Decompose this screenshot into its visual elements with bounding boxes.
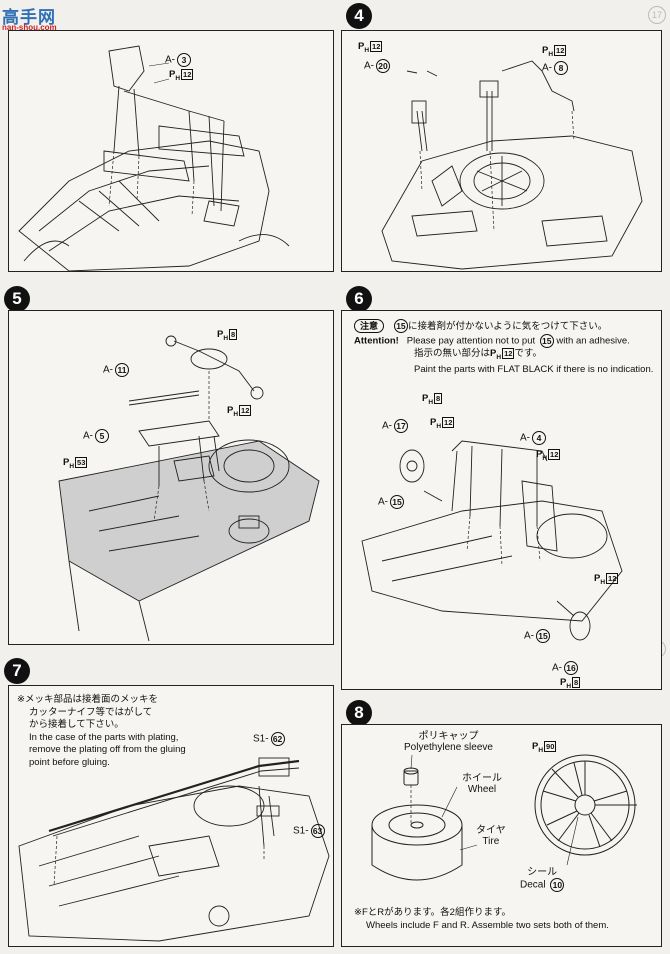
label-s1-62: S1-62 [253, 732, 285, 746]
step-8-illustration [371, 754, 637, 881]
label-a5: A-5 [83, 429, 109, 443]
label-a16: A-16 [552, 661, 578, 675]
label-a4: A-4 [520, 431, 546, 445]
step-6-illustration [361, 440, 623, 641]
watermark-brand: 高手网 [2, 8, 56, 27]
note-line1: に接着剤が付かないように気をつけて下さい。 [407, 321, 608, 332]
side-page-mark: 17 [648, 6, 666, 24]
attention-label: Attention! [354, 335, 399, 347]
watermark-logo: 高手网 nan-shou.com [2, 3, 72, 33]
label-a8: A-8 [542, 61, 568, 75]
step-7-illustration [18, 757, 330, 942]
label-a17: A-17 [382, 419, 408, 433]
note-line4: Paint the parts with FLAT BLACK if there… [414, 363, 654, 375]
step-7-number: 7 [4, 658, 30, 684]
label-a3: A-3 [165, 53, 191, 67]
step-4-illustration [381, 60, 643, 270]
watermark-url: nan-shou.com [2, 23, 57, 32]
caution-badge: 注意 [354, 319, 385, 333]
label-s1-63: S1-63 [293, 824, 325, 838]
label-a20: A-20 [364, 59, 390, 73]
label-a15-b: A-15 [524, 629, 550, 643]
step-4-number: 4 [346, 3, 372, 29]
label-a15-a: A-15 [378, 495, 404, 509]
label-a11: A-11 [103, 363, 129, 377]
step-3-illustration [18, 45, 290, 271]
step-8-footnote: ※FとRがあります。各2組作ります。 Wheels include F and … [354, 907, 609, 931]
step-6-number: 6 [346, 286, 372, 312]
step-7-note: ※メッキ部品は接着面のメッキを カッターナイフ等ではがして から接着して下さい。… [17, 694, 186, 768]
step-8-number: 8 [346, 700, 372, 726]
step-5-illustration [58, 335, 320, 642]
step-7-panel: ※メッキ部品は接着面のメッキを カッターナイフ等ではがして から接着して下さい。… [8, 685, 334, 947]
step-5-number: 5 [4, 286, 30, 312]
